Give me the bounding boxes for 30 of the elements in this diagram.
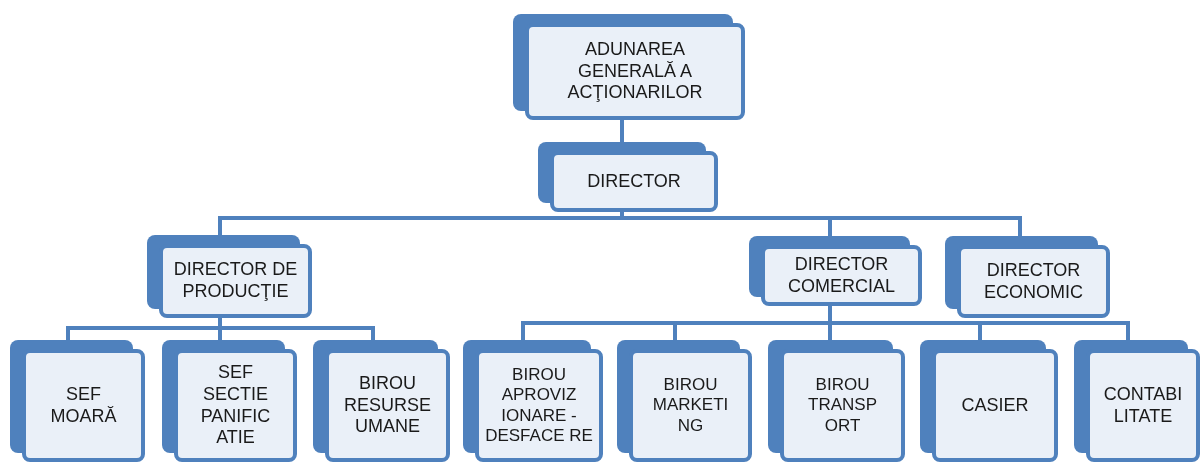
box-label: BIROU TRANSP ORT bbox=[807, 374, 878, 437]
box-label: BIROU APROVIZ IONARE - DESFACE RE bbox=[484, 364, 594, 447]
org-chart-box bbox=[617, 340, 752, 462]
box-label: DIRECTOR ECONOMIC bbox=[983, 259, 1084, 304]
box-label: BIROU RESURSE UMANE bbox=[343, 373, 432, 438]
box-label: DIRECTOR bbox=[587, 170, 681, 193]
connector-line bbox=[620, 212, 1022, 236]
box-label: DIRECTOR DE PRODUCŢIE bbox=[172, 259, 299, 303]
box-label: CONTABI LITATE bbox=[1102, 383, 1184, 428]
connector-line bbox=[828, 306, 1130, 340]
org-chart-box bbox=[162, 340, 297, 462]
connector-line bbox=[218, 318, 375, 340]
box-label: BIROU MARKETI NG bbox=[651, 374, 730, 437]
org-chart-box bbox=[147, 235, 312, 318]
box-label: CASIER bbox=[961, 394, 1029, 417]
org-chart-box bbox=[920, 340, 1058, 462]
org-chart-box bbox=[945, 236, 1110, 318]
org-chart-box bbox=[538, 142, 718, 212]
org-chart-box bbox=[513, 14, 745, 120]
org-chart-box bbox=[1074, 340, 1200, 462]
box-label: ADUNAREA GENERALĂ A ACŢIONARILOR bbox=[566, 39, 704, 104]
box-label: SEF SECTIE PANIFIC ATIE bbox=[199, 362, 272, 449]
connector-line bbox=[620, 120, 624, 142]
org-chart-box bbox=[749, 236, 922, 306]
org-chart-box bbox=[768, 340, 905, 462]
box-label: SEF MOARĂ bbox=[49, 383, 118, 428]
org-chart-box bbox=[313, 340, 450, 462]
box-label: DIRECTOR COMERCIAL bbox=[787, 253, 896, 298]
org-chart-box bbox=[463, 340, 603, 462]
org-chart-box bbox=[10, 340, 145, 462]
